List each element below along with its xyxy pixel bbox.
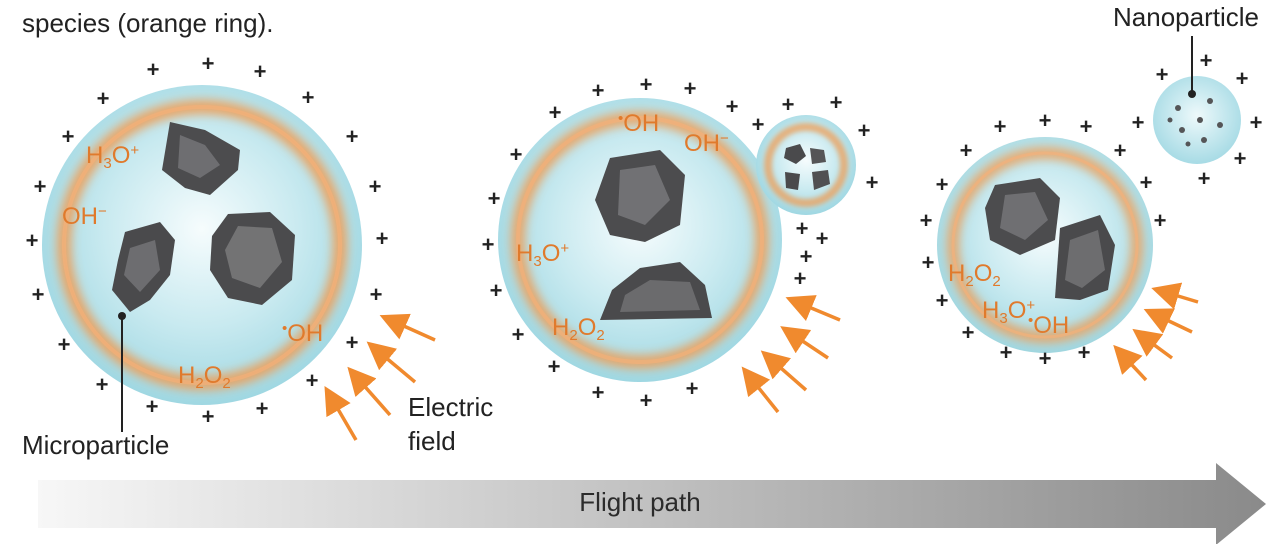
charge-plus: + <box>202 51 215 76</box>
charge-plus: + <box>1080 114 1093 139</box>
droplet-3 <box>937 137 1153 353</box>
charge-plus: + <box>369 174 382 199</box>
species-h2o2: H2O2 <box>948 260 1001 290</box>
charge-plus: + <box>58 332 71 357</box>
charge-plus: + <box>1234 146 1247 171</box>
species-oh-minus: OH− <box>62 203 107 230</box>
charge-plus: + <box>752 112 765 137</box>
charge-plus: + <box>147 57 160 82</box>
charge-plus: + <box>794 266 807 291</box>
droplet-1 <box>42 85 362 405</box>
charge-plus: + <box>32 282 45 307</box>
flight-path-label: Flight path <box>579 487 701 517</box>
species-oh-radical: •OH <box>1028 312 1070 339</box>
droplet-2 <box>498 98 782 382</box>
charge-plus: + <box>858 118 871 143</box>
nanoparticle-label: Nanoparticle <box>1113 2 1259 32</box>
charge-plus: + <box>1156 62 1169 87</box>
flight-path-arrow <box>38 463 1266 544</box>
charge-plus: + <box>302 85 315 110</box>
charge-plus: + <box>1039 108 1052 133</box>
charge-plus: + <box>512 322 525 347</box>
charge-plus: + <box>640 72 653 97</box>
charge-plus: + <box>370 282 383 307</box>
charge-plus: + <box>34 174 47 199</box>
electric-field-arrows-1 <box>324 313 436 441</box>
charge-plus: + <box>686 376 699 401</box>
charge-plus: + <box>1140 170 1153 195</box>
charge-plus: + <box>306 368 319 393</box>
charge-plus: + <box>97 86 110 111</box>
charge-plus: + <box>920 208 933 233</box>
charge-plus: + <box>1114 138 1127 163</box>
species-oh-minus: OH− <box>684 130 729 157</box>
charge-plus: + <box>254 59 267 84</box>
charge-plus: + <box>62 124 75 149</box>
species-h3o: H3O+ <box>516 240 570 270</box>
charge-plus: + <box>1132 110 1145 135</box>
charge-plus: + <box>376 226 389 251</box>
charge-plus: + <box>482 232 495 257</box>
species-h3o: H3O+ <box>86 142 140 172</box>
charge-plus: + <box>1198 166 1211 191</box>
charge-plus: + <box>994 114 1007 139</box>
electric-field-arrows-3 <box>1113 282 1199 382</box>
charge-plus: + <box>684 76 697 101</box>
charge-plus: + <box>936 288 949 313</box>
charge-plus: + <box>1039 346 1052 371</box>
caption-text: species (orange ring). <box>22 8 274 38</box>
charge-plus: + <box>796 216 809 241</box>
charge-plus: + <box>549 100 562 125</box>
charge-plus: + <box>1236 66 1249 91</box>
charge-plus: + <box>490 278 503 303</box>
charge-plus: + <box>592 380 605 405</box>
charge-plus: + <box>1078 340 1091 365</box>
charge-plus: + <box>146 394 159 419</box>
charge-plus: + <box>726 94 739 119</box>
charge-symbols: + + + + + + + + + + + + + + + + + + + + + + + + + + + + + + + + + + + + + + + +… <box>26 48 1263 429</box>
charge-plus: + <box>488 186 501 211</box>
charge-plus: + <box>960 138 973 163</box>
charge-plus: + <box>510 142 523 167</box>
nanoparticle-droplet <box>1153 76 1241 164</box>
charge-plus: + <box>1250 110 1263 135</box>
species-h3o: H3O+ <box>982 297 1036 327</box>
species-oh-radical: •OH <box>618 110 660 137</box>
charge-plus: + <box>256 396 269 421</box>
electric-field-label-line1: Electric <box>408 392 494 422</box>
charge-plus: + <box>830 90 843 115</box>
charge-plus: + <box>962 320 975 345</box>
charge-plus: + <box>922 250 935 275</box>
charge-plus: + <box>96 372 109 397</box>
charge-plus: + <box>936 172 949 197</box>
charge-plus: + <box>1000 340 1013 365</box>
charge-plus: + <box>816 226 829 251</box>
charge-plus: + <box>202 404 215 429</box>
satellite-droplet <box>756 115 856 215</box>
electric-field-label-line2: field <box>408 426 456 456</box>
charge-plus: + <box>26 228 39 253</box>
charge-plus: + <box>346 124 359 149</box>
charge-plus: + <box>548 354 561 379</box>
charge-plus: + <box>866 170 879 195</box>
charge-plus: + <box>592 78 605 103</box>
charge-plus: + <box>1154 208 1167 233</box>
charge-plus: + <box>782 92 795 117</box>
electric-field-arrows-2 <box>741 295 841 414</box>
microparticle-label: Microparticle <box>22 430 170 460</box>
charge-plus: + <box>800 244 813 269</box>
species-h2o2: H2O2 <box>552 314 605 344</box>
charge-plus: + <box>346 330 359 355</box>
species-oh-radical: •OH <box>282 320 324 347</box>
species-h2o2: H2O2 <box>178 362 231 392</box>
charge-plus: + <box>1200 48 1213 73</box>
charge-plus: + <box>640 388 653 413</box>
